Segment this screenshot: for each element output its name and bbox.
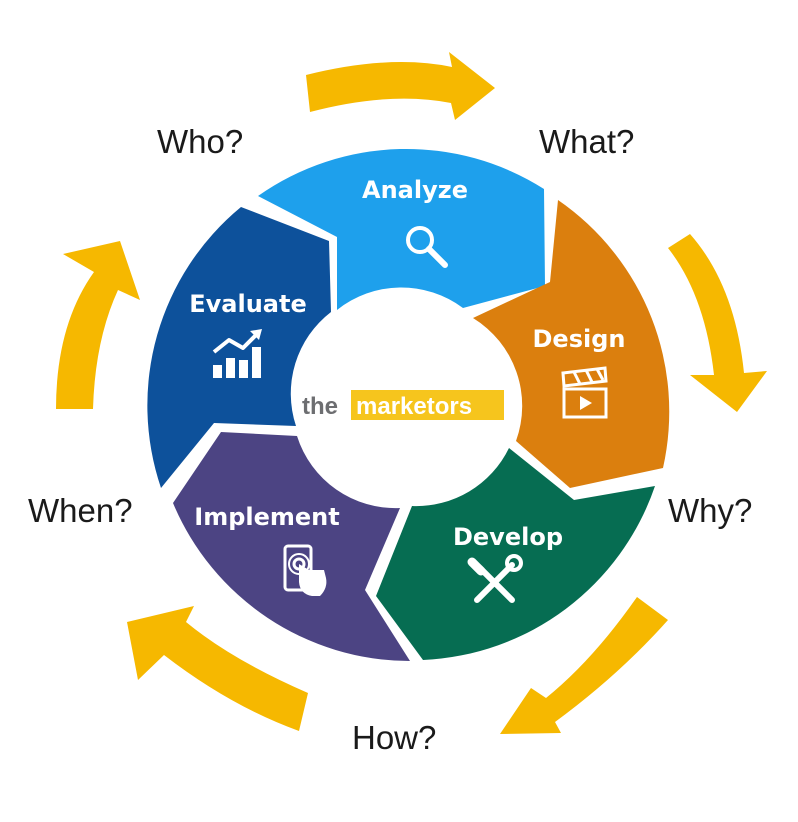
segment-develop[interactable] (376, 448, 655, 660)
phase-label-evaluate: Evaluate (189, 290, 307, 318)
arrow-why-to-how (500, 597, 668, 734)
question-what: What? (539, 123, 634, 160)
arrow-what-to-why (668, 234, 767, 412)
logo-brand: marketors (356, 393, 472, 420)
question-who: Who? (157, 123, 243, 160)
phase-label-analyze: Analyze (362, 176, 468, 204)
logo-highlight (351, 390, 504, 420)
phase-label-implement: Implement (194, 503, 339, 531)
arrow-when-to-who (56, 241, 140, 409)
touch-screen-icon (283, 544, 327, 596)
phase-label-develop: Develop (453, 523, 563, 551)
wrench-screwdriver-icon (467, 554, 523, 603)
phase-label-design: Design (533, 325, 626, 353)
arrow-how-to-when (127, 606, 308, 731)
segment-design[interactable] (473, 200, 670, 488)
question-when: When? (28, 492, 133, 529)
question-why: Why? (668, 492, 752, 529)
magnifier-icon (406, 226, 448, 268)
growth-chart-icon (212, 329, 262, 378)
clapperboard-icon (561, 366, 608, 419)
question-how: How? (352, 719, 436, 756)
segment-analyze[interactable] (258, 148, 545, 310)
logo-prefix: the (302, 393, 338, 420)
arrow-who-to-what (306, 52, 495, 120)
